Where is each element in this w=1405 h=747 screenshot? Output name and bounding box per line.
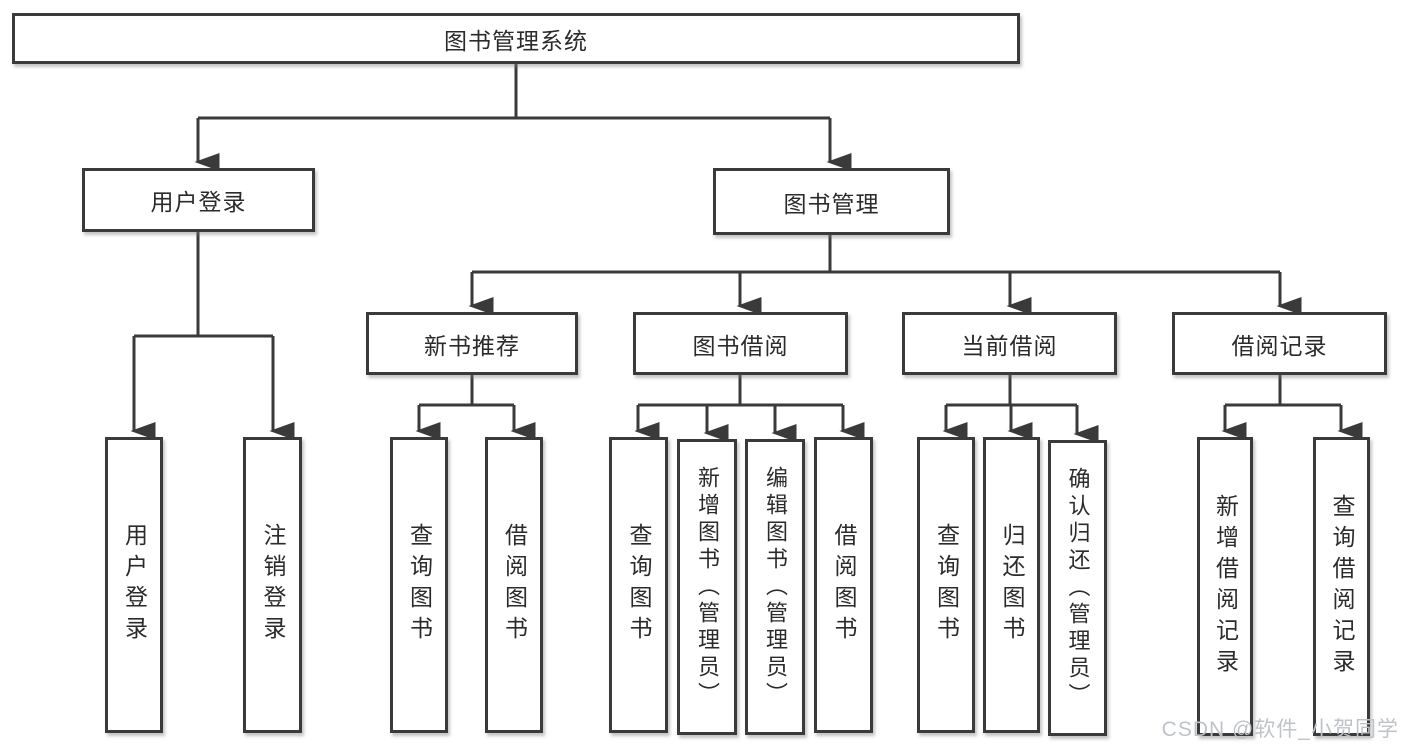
node-label: 图书管理系统 bbox=[444, 27, 588, 54]
node-label: 借阅记录 bbox=[1231, 332, 1328, 359]
node-label: 用户登录 bbox=[150, 189, 247, 215]
node-label: 新增借阅记录 bbox=[1212, 493, 1239, 680]
node-user-login: 用户登录 bbox=[82, 168, 315, 232]
node-leaf-return-books: 归还图书 bbox=[983, 437, 1040, 733]
node-label: 注销登录 bbox=[260, 523, 286, 647]
node-label: 用户登录 bbox=[121, 523, 148, 647]
node-leaf-query-books-borrow: 查询图书 bbox=[609, 437, 668, 733]
node-leaf-query-books-current: 查询图书 bbox=[917, 437, 975, 733]
node-label: 新书推荐 bbox=[424, 332, 520, 359]
node-leaf-confirm-return-admin: 确认归还（管理员） bbox=[1048, 440, 1107, 736]
node-leaf-query-borrow-record: 查询借阅记录 bbox=[1313, 437, 1370, 736]
node-leaf-query-books-recommend: 查询图书 bbox=[390, 437, 448, 733]
node-label: 图书借阅 bbox=[692, 332, 789, 359]
node-label: 查询图书 bbox=[933, 523, 960, 647]
node-leaf-user-login: 用户登录 bbox=[105, 437, 163, 733]
node-current-borrowing: 当前借阅 bbox=[902, 312, 1117, 375]
node-label: 查询借阅记录 bbox=[1329, 493, 1355, 680]
node-label: 编辑图书（管理员） bbox=[763, 465, 788, 709]
node-borrowing-records: 借阅记录 bbox=[1172, 312, 1387, 375]
node-root: 图书管理系统 bbox=[12, 13, 1020, 64]
node-leaf-edit-book-admin: 编辑图书（管理员） bbox=[745, 439, 805, 735]
node-leaf-borrow-books-recommend: 借阅图书 bbox=[485, 437, 543, 733]
node-label: 图书管理 bbox=[783, 190, 880, 217]
watermark: CSDN @软件_小贺同学 bbox=[1161, 718, 1399, 741]
node-book-management: 图书管理 bbox=[713, 168, 950, 235]
node-leaf-logout: 注销登录 bbox=[243, 437, 302, 733]
node-label: 当前借阅 bbox=[961, 332, 1058, 359]
node-leaf-add-borrow-record: 新增借阅记录 bbox=[1197, 437, 1253, 736]
node-new-book-recommendation: 新书推荐 bbox=[366, 312, 578, 375]
node-label: 查询图书 bbox=[626, 523, 652, 647]
node-leaf-borrow-books: 借阅图书 bbox=[814, 437, 873, 733]
node-leaf-add-book-admin: 新增图书（管理员） bbox=[677, 439, 737, 735]
node-label: 归还图书 bbox=[999, 523, 1025, 647]
node-book-borrowing: 图书借阅 bbox=[633, 312, 848, 375]
node-label: 借阅图书 bbox=[501, 523, 528, 647]
node-label: 借阅图书 bbox=[831, 523, 857, 647]
node-label: 确认归还（管理员） bbox=[1065, 466, 1091, 710]
node-label: 查询图书 bbox=[406, 523, 433, 647]
node-label: 新增图书（管理员） bbox=[695, 465, 720, 709]
